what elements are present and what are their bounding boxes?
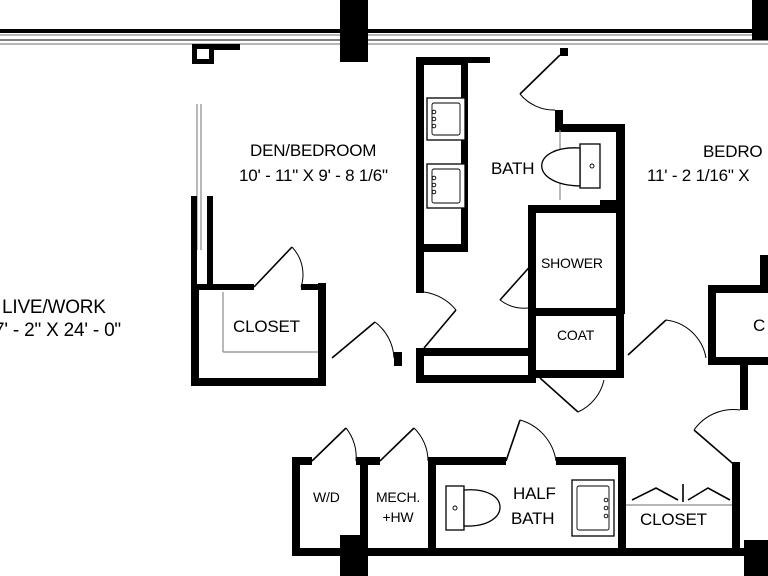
room-name-shower: SHOWER [541,255,603,271]
bath-sink-upper [426,97,466,141]
room-name-live-work: LIVE/WORK [2,297,106,318]
shower-door [499,261,535,309]
column-notch [192,44,240,64]
bath-sink-lower [426,163,466,209]
room-name-mech-line2: +HW [382,509,414,525]
room-name-mech-line1: MECH. [375,489,421,505]
room-name-bottom-closet: CLOSET [640,510,707,529]
bedroom-closet-walls [708,255,768,410]
bath-hall-door [423,291,457,349]
den-glass-partition [191,104,213,286]
room-dimensions-bedroom: 11' - 2 1/16" X [647,166,750,185]
half-bath-sink [571,479,615,537]
top-exterior-wall [0,0,768,62]
den-closet-walls [191,283,326,386]
bath-door-top [519,48,568,111]
den-closet-door [253,246,304,288]
room-name-bath: BATH [491,159,535,178]
mech-door [379,427,429,462]
wd-door [311,427,357,462]
room-dimensions-live-work: 7' - 2" X 24' - 0" [0,320,121,341]
bedroom-entry-door [627,319,707,359]
room-name-den-closet: CLOSET [233,317,300,336]
coat-door [539,377,605,413]
bottom-closet-doors [631,484,731,502]
room-name-den-bedroom: DEN/BEDROOM [250,141,377,160]
hall-closet-door [693,409,741,469]
room-name-bedroom-closet: C [753,316,766,335]
room-name-half-bath-line1: HALF [513,484,556,503]
bath-toilet [541,143,601,189]
room-name-coat: COAT [557,327,595,343]
room-dimensions-den-bedroom: 10' - 11" X 9' - 8 1/6" [239,166,388,185]
room-name-half-bath-line2: BATH [511,509,555,528]
half-bath-toilet [445,485,501,531]
bath-walls [416,57,625,383]
utility-row-walls [292,457,768,576]
half-bath-door [505,419,557,462]
room-name-bedroom: BEDRO [703,142,763,161]
room-name-wd: W/D [313,489,340,505]
den-entry-door [331,321,402,366]
